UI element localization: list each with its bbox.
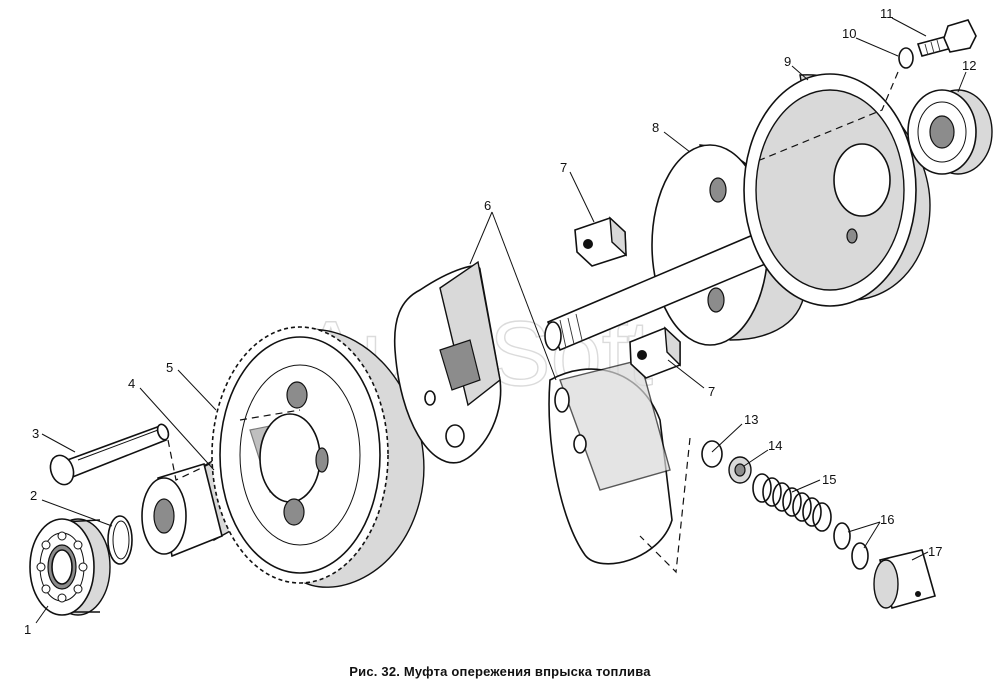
callout-9: 9 <box>784 54 791 69</box>
part-16-shims <box>833 522 869 570</box>
part-14-spring-seat <box>728 456 752 484</box>
figure-caption: Рис. 32. Муфта опережения впрыска топлив… <box>349 664 651 679</box>
part-15-spring <box>752 473 832 532</box>
part-13-washer <box>701 440 723 468</box>
callout-1: 1 <box>24 622 31 637</box>
part-6-weights <box>393 260 673 565</box>
callout-3: 3 <box>32 426 39 441</box>
part-10-lock-washer <box>898 47 914 69</box>
callout-10: 10 <box>842 26 856 41</box>
callout-17: 17 <box>928 544 942 559</box>
callout-13: 13 <box>744 412 758 427</box>
callout-6: 6 <box>484 198 491 213</box>
callout-7-upper: 7 <box>560 160 567 175</box>
alignment-lines <box>167 71 899 574</box>
callout-4: 4 <box>128 376 135 391</box>
part-7-sliders <box>574 216 681 379</box>
part-2-snap-ring <box>107 515 133 565</box>
part-1-ball-bearing <box>29 518 111 616</box>
callout-15: 15 <box>822 472 836 487</box>
part-17-cap <box>873 549 936 609</box>
callout-2: 2 <box>30 488 37 503</box>
callout-16: 16 <box>880 512 894 527</box>
callout-5: 5 <box>166 360 173 375</box>
callout-11: 11 <box>880 6 894 21</box>
callout-8: 8 <box>652 120 659 135</box>
part-9-housing-cup <box>743 73 931 307</box>
part-12-ball-bearing <box>907 89 993 175</box>
leader-lines <box>35 17 967 624</box>
part-11-bolt <box>916 19 977 57</box>
callout-14: 14 <box>768 438 782 453</box>
part-3-pin <box>49 423 170 486</box>
callout-7-lower: 7 <box>708 384 715 399</box>
callout-12: 12 <box>962 58 976 73</box>
callout-labels: 1 2 3 4 5 6 7 7 8 9 10 11 12 13 14 15 16… <box>24 6 976 637</box>
part-5-drive-gear <box>211 326 425 588</box>
